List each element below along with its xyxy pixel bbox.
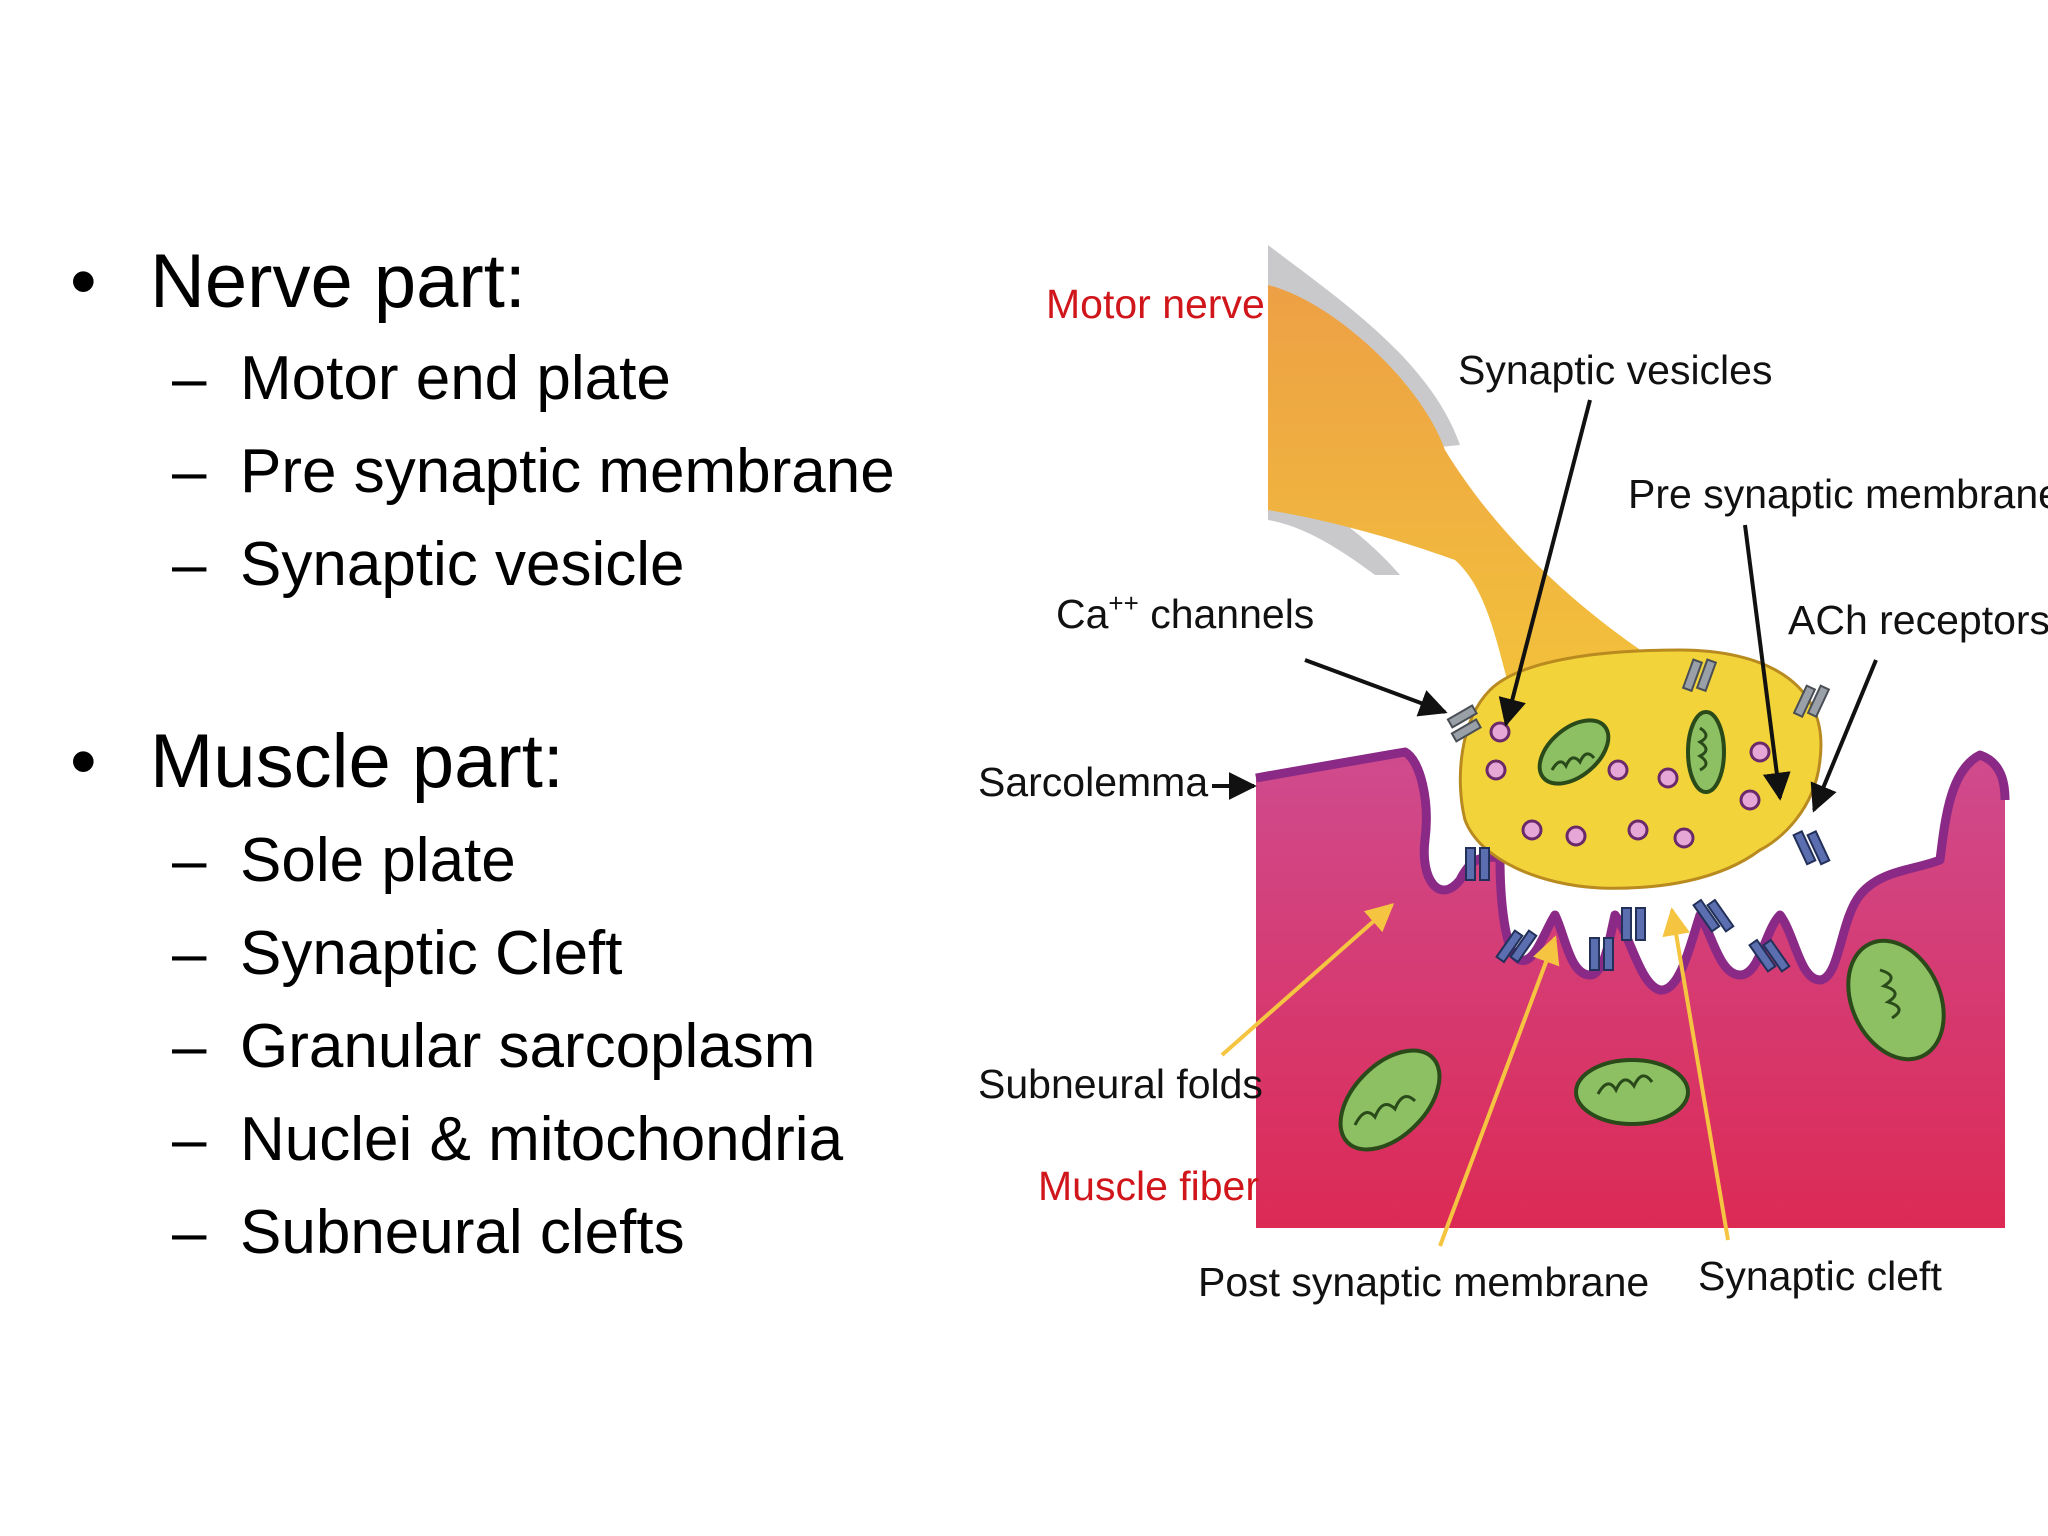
dash-symbol: – <box>172 1012 207 1081</box>
label-synaptic-cleft: Synaptic cleft <box>1698 1253 1942 1299</box>
nerve-item: –Synaptic vesicle <box>172 530 685 599</box>
label-post-synaptic-membrane: Post synaptic membrane <box>1198 1259 1649 1305</box>
ach-receptor <box>1792 830 1831 866</box>
label-motor-nerve: Motor nerve <box>1046 281 1265 327</box>
ca-channel <box>1446 704 1482 743</box>
muscle-fiber <box>1256 752 2005 1228</box>
label-ach-receptors: ACh receptors <box>1788 597 2048 643</box>
ca-channel <box>1792 684 1831 719</box>
dash-symbol: – <box>172 437 207 506</box>
ach-receptor <box>1589 937 1614 971</box>
mitochondrion <box>1846 938 1946 1062</box>
nerve-item: –Motor end plate <box>172 344 671 413</box>
muscle-part-heading: •Muscle part: <box>70 719 564 804</box>
nerve-item: –Pre synaptic membrane <box>172 437 895 506</box>
dash-symbol: – <box>172 919 207 988</box>
pointer-arrow-yellow <box>1438 935 1560 1247</box>
pointer-arrow <box>1810 659 1878 813</box>
mitochondrion <box>1338 1048 1442 1152</box>
ach-receptor <box>1748 938 1791 973</box>
bullet-symbol: • <box>70 239 97 324</box>
dash-symbol: – <box>172 344 207 413</box>
sarcolemma <box>1255 747 2010 995</box>
label-muscle-fiber: Muscle fiber <box>1038 1163 1259 1209</box>
mitochondrion <box>1537 718 1611 786</box>
label-pre-synaptic-membrane: Pre synaptic membrane <box>1628 471 2048 517</box>
ach-receptor <box>1621 907 1646 941</box>
bullet-symbol: • <box>70 719 97 804</box>
nerve-part-heading: •Nerve part: <box>70 239 526 324</box>
dash-symbol: – <box>172 1198 207 1267</box>
mitochondrion <box>1574 1058 1690 1126</box>
mitochondrion <box>1686 710 1726 794</box>
pointer-arrow <box>1498 399 1592 727</box>
dash-symbol: – <box>172 1105 207 1174</box>
ach-receptor <box>1692 898 1735 933</box>
dash-symbol: – <box>172 530 207 599</box>
pointer-arrow-yellow <box>1220 903 1395 1057</box>
ca-channel <box>1681 658 1718 693</box>
ach-receptor <box>1465 847 1490 881</box>
label-subneural-folds: Subneural folds <box>978 1061 1263 1107</box>
muscle-item: –Subneural clefts <box>172 1198 685 1267</box>
label-synaptic-vesicles: Synaptic vesicles <box>1458 347 1772 393</box>
muscle-item: –Nuclei & mitochondria <box>172 1105 844 1174</box>
muscle-item: –Sole plate <box>172 826 516 895</box>
pointer-arrow-yellow <box>1662 907 1730 1241</box>
label-sarcolemma: Sarcolemma <box>978 759 1208 805</box>
nerve-terminal <box>1458 648 1823 890</box>
muscle-item: –Synaptic Cleft <box>172 919 623 988</box>
bullet-outline: •Nerve part: –Motor end plate –Pre synap… <box>0 0 1000 1536</box>
dash-symbol: – <box>172 826 207 895</box>
ach-receptor <box>1495 929 1538 964</box>
motor-nerve-axon <box>1268 285 1655 740</box>
label-ca-channels: Ca++ channels <box>1056 588 1314 637</box>
pointer-arrow <box>1304 658 1448 717</box>
muscle-item: –Granular sarcoplasm <box>172 1012 816 1081</box>
pointer-arrow <box>1743 524 1791 801</box>
